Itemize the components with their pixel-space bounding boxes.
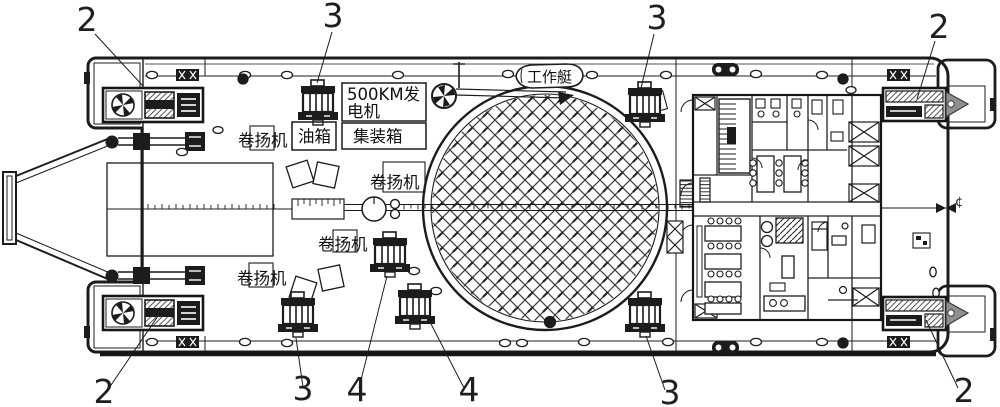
callout-4-right: 4 — [459, 370, 480, 407]
galley — [760, 217, 806, 312]
container-label: 集装箱 — [353, 127, 403, 146]
callout-3-bottom-right: 3 — [660, 373, 681, 407]
callout-3-top-left: 3 — [323, 0, 344, 35]
anchor-assembly-bow-stbd — [101, 294, 205, 332]
lower-mess — [696, 217, 742, 315]
cleats-and-bollards — [176, 63, 910, 354]
stairs — [679, 177, 711, 208]
centerline-symbol: ¢ — [955, 195, 963, 210]
callout-2-bottom-left: 2 — [94, 372, 115, 407]
centerline — [107, 198, 345, 220]
callout-4-left: 4 — [347, 370, 368, 407]
sanitary-rooms — [755, 98, 844, 142]
callout-2-top-right: 2 — [929, 7, 950, 46]
bunk-room — [718, 98, 751, 174]
boat-davit — [431, 62, 574, 109]
winch-bottom-left — [276, 290, 320, 339]
winch-top-right — [623, 80, 667, 129]
winch-bottom-right — [623, 290, 667, 339]
centerline-ticks-left — [147, 204, 275, 209]
stern-marker-box — [912, 232, 931, 249]
winch-label-3: 卷扬机 — [318, 235, 368, 254]
cable-reel — [666, 220, 684, 254]
work-boat: 工作艇 — [515, 63, 584, 89]
callout-numbers: 2 3 3 2 2 3 4 4 3 2 — [77, 0, 975, 407]
work-boat-label: 工作艇 — [527, 68, 572, 86]
anchor-assembly-bow-port — [101, 86, 205, 124]
anchor-assembly-stern-port — [881, 86, 970, 123]
hull-outline — [84, 56, 950, 357]
bow-ladder-frame — [2, 132, 205, 285]
winch-top-left — [296, 78, 340, 127]
winch-center-1 — [368, 230, 412, 279]
callout-3-bottom-left: 3 — [293, 369, 314, 407]
callout-3-top-right: 3 — [647, 0, 668, 37]
generator-label-line2: 电机 — [347, 102, 381, 121]
accommodation-block — [679, 93, 883, 322]
winch-center-2 — [393, 282, 437, 331]
callouts — [94, 31, 959, 391]
anchor-assembly-stern-stbd — [881, 295, 970, 332]
generator-label-line1: 500KM发 — [347, 85, 420, 104]
callout-2-top-left: 2 — [77, 0, 98, 39]
winch-label-1: 卷扬机 — [238, 131, 288, 150]
winch-label-4: 卷扬机 — [237, 269, 287, 288]
callout-2-bottom-right: 2 — [954, 371, 975, 407]
upper-mess — [749, 155, 809, 193]
hatched-circle — [421, 84, 669, 332]
equipment-labels: 卷扬机 油箱 500KM发 电机 集装箱 卷扬机 卷扬机 卷扬机 — [237, 82, 427, 288]
fuel-tank-label: 油箱 — [298, 127, 331, 146]
deck-fittings — [145, 69, 940, 349]
winch-label-2: 卷扬机 — [370, 173, 420, 192]
aft-cabins — [811, 221, 876, 295]
